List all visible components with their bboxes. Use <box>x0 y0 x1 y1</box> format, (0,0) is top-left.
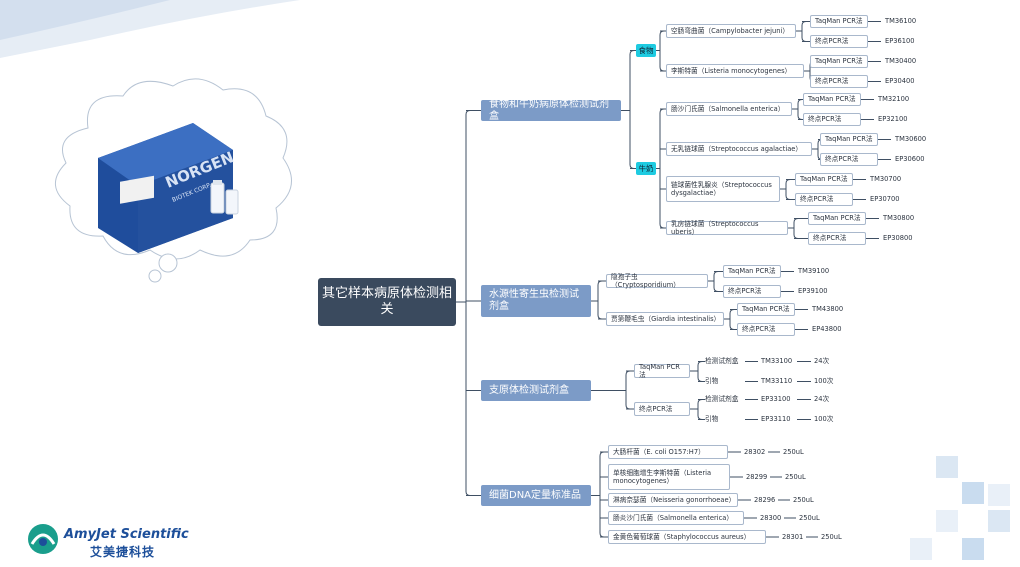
food-item-catalog-code: EP36100 <box>885 37 915 46</box>
myco-sub-type: 引物 <box>705 415 719 424</box>
dna-catalog-code: 28300 <box>760 514 782 523</box>
milk-item-method: TaqMan PCR法 <box>808 212 866 225</box>
milk-item-catalog-code: TM30600 <box>895 135 927 144</box>
dna-catalog-code: 28301 <box>782 533 804 542</box>
milk-item-catalog-code: TM30700 <box>870 175 902 184</box>
milk-item-catalog-code: EP32100 <box>878 115 908 124</box>
milk-item-method: TaqMan PCR法 <box>803 93 861 106</box>
myco-sub-type: 引物 <box>705 377 719 386</box>
myco-bracket-spine <box>625 370 631 410</box>
dna-standard-item: 淋病奈瑟菌（Neisseria gonorrhoeae） <box>608 493 738 507</box>
myco-quantity: 100次 <box>814 415 834 424</box>
myco-quantity: 100次 <box>814 377 834 386</box>
parasite-item: 隐孢子虫（Cryptosporidium） <box>606 273 708 289</box>
decorative-tiles <box>910 456 1010 560</box>
food-item-catalog-code: TM36100 <box>885 17 917 26</box>
branch-food-milk: 食物和牛奶病原体检测试剂盒 <box>481 99 621 122</box>
food-item-method: TaqMan PCR法 <box>810 55 868 68</box>
tag-milk: 牛奶 <box>636 162 656 175</box>
food-bracket-spine <box>629 50 635 169</box>
water-item-catalog-code: TM39100 <box>798 267 830 276</box>
water-item-method: 终点PCR法 <box>723 285 781 298</box>
milk-item-catalog-code: EP30800 <box>883 234 913 243</box>
milk-item-method-bracket-spine <box>797 99 803 120</box>
milk-item-method: 终点PCR法 <box>808 232 866 245</box>
pathogen-item: 空肠弯曲菌（Campylobacter jejuni） <box>666 24 796 38</box>
logo-name: AmyJet Scientific <box>64 527 189 542</box>
food-items-bracket-spine <box>659 30 665 72</box>
dna-catalog-code: 28302 <box>744 448 766 457</box>
milk-item-method: 终点PCR法 <box>803 113 861 126</box>
water-item-method: 终点PCR法 <box>737 323 795 336</box>
pathogen-item: 李斯特菌（Listeria monocytogenes） <box>666 64 804 78</box>
food-item-method: TaqMan PCR法 <box>810 15 868 28</box>
food-item-method: 终点PCR法 <box>810 35 868 48</box>
food-item-method-bracket-spine <box>801 21 807 42</box>
dna-catalog-code: 28299 <box>746 473 768 482</box>
myco-method: 终点PCR法 <box>634 402 690 416</box>
water-item-catalog-code: EP39100 <box>798 287 828 296</box>
myco-quantity: 24次 <box>814 395 830 404</box>
dna-bracket-spine <box>599 451 605 538</box>
dna-catalog-code: 28296 <box>754 496 776 505</box>
myco-catalog-code: EP33100 <box>761 395 791 404</box>
logo-chinese: 艾美捷科技 <box>90 545 156 559</box>
product-cloud: NORGEN BIOTEK CORP. <box>55 78 292 283</box>
myco-quantity: 24次 <box>814 357 830 366</box>
branch-mycoplasma: 支原体检测试剂盒 <box>481 380 591 401</box>
milk-item-catalog-code: TM32100 <box>878 95 910 104</box>
milk-item-method-bracket-spine <box>785 179 791 200</box>
dna-standard-item: 肠炎沙门氏菌（Salmonella enterica） <box>608 511 744 525</box>
milk-item-catalog-code: TM30800 <box>883 214 915 223</box>
tag-food: 食物 <box>636 44 656 57</box>
branch-water-parasite: 水源性寄生虫检测试剂盒 <box>481 285 591 317</box>
myco-method: TaqMan PCR法 <box>634 363 690 379</box>
food-item-method: 终点PCR法 <box>810 75 868 88</box>
food-item-catalog-code: EP30400 <box>885 77 915 86</box>
water-item-method-bracket-spine <box>729 309 735 330</box>
dna-standard-item: 金黄色葡萄球菌（Staphylococcus aureus） <box>608 530 766 544</box>
pathogen-item: 链球菌性乳腺炎（Streptococcus dysgalactiae） <box>666 176 780 202</box>
myco-sub-type: 检测试剂盒 <box>705 395 739 404</box>
milk-item-method: TaqMan PCR法 <box>820 133 878 146</box>
dna-standard-item: 大肠杆菌（E. coli O157:H7） <box>608 445 728 459</box>
myco-catalog-code: TM33110 <box>761 377 793 386</box>
pathogen-item: 无乳链球菌（Streptococcus agalactiae） <box>666 142 812 156</box>
milk-item-catalog-code: EP30700 <box>870 195 900 204</box>
milk-items-bracket-spine <box>659 108 665 229</box>
myco-catalog-code: TM33100 <box>761 357 793 366</box>
dna-volume: 250uL <box>785 473 806 482</box>
dna-volume: 250uL <box>799 514 820 523</box>
dna-volume: 250uL <box>793 496 814 505</box>
water-item-method-bracket-spine <box>713 271 719 292</box>
food-item-catalog-code: TM30400 <box>885 57 917 66</box>
milk-item-method: 终点PCR法 <box>820 153 878 166</box>
myco-sub-type: 检测试剂盒 <box>705 357 739 366</box>
dna-volume: 250uL <box>821 533 842 542</box>
root-node: 其它样本病原体检测相关 <box>318 278 456 326</box>
milk-item-method: 终点PCR法 <box>795 193 853 206</box>
water-item-method: TaqMan PCR法 <box>723 265 781 278</box>
branch-dna-standard: 细菌DNA定量标准品 <box>481 485 591 506</box>
dna-standard-item: 单核细胞增生李斯特菌（Listeria monocytogenes） <box>608 464 730 490</box>
myco-sub-bracket-spine <box>697 399 703 420</box>
milk-item-method-bracket-spine <box>793 218 799 239</box>
milk-item-catalog-code: EP30600 <box>895 155 925 164</box>
pathogen-item: 肠沙门氏菌（Salmonella enterica） <box>666 102 792 116</box>
water-item-catalog-code: EP43800 <box>812 325 842 334</box>
amyjet-logo-icon <box>28 524 58 554</box>
myco-catalog-code: EP33110 <box>761 415 791 424</box>
myco-sub-bracket-spine <box>697 361 703 382</box>
milk-item-method: TaqMan PCR法 <box>795 173 853 186</box>
water-item-catalog-code: TM43800 <box>812 305 844 314</box>
water-item-method: TaqMan PCR法 <box>737 303 795 316</box>
root-bracket-spine <box>465 110 471 496</box>
pathogen-item: 乳房链球菌（Streptococcus uberis） <box>666 220 788 236</box>
water-bracket-spine <box>597 280 603 320</box>
dna-volume: 250uL <box>783 448 804 457</box>
decorative-ribbon <box>0 0 300 58</box>
parasite-item: 贾第鞭毛虫（Giardia intestinalis） <box>606 312 724 326</box>
